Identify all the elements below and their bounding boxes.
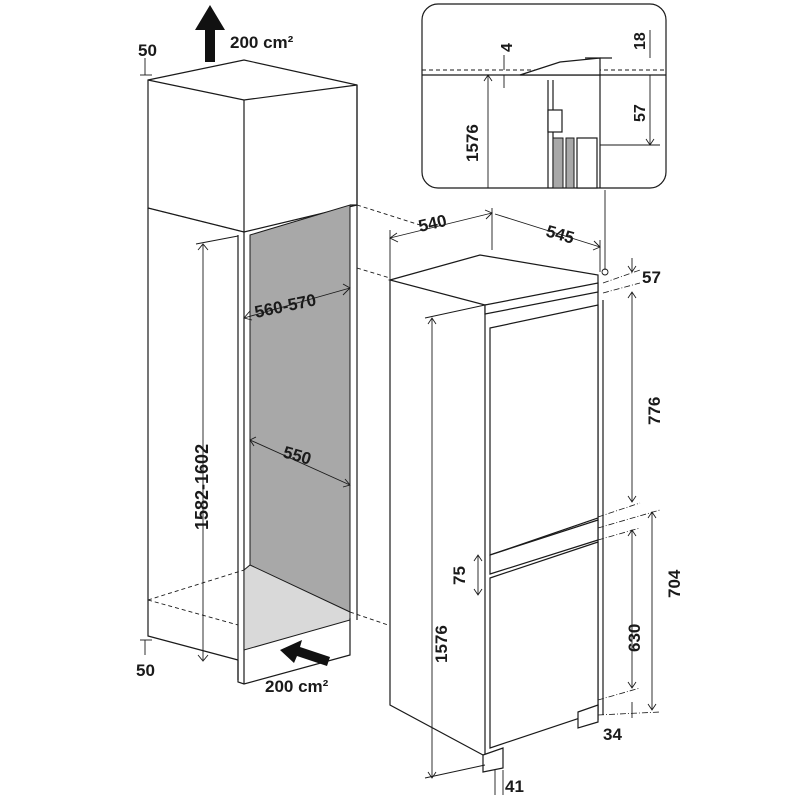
appliance-height-label: 1576 (432, 625, 451, 663)
upper-cupboard (147, 59, 358, 233)
detail-inset (421, 3, 667, 189)
detail-marker (601, 268, 609, 276)
vent-bottom-label: 200 cm² (265, 677, 329, 696)
detail-57-label: 57 (632, 104, 649, 122)
bottom-gap-label: 50 (136, 661, 155, 680)
appliance-dimensions (389, 208, 661, 795)
niche-height-label: 1582-1602 (192, 444, 212, 530)
upper-door-label: 776 (645, 397, 664, 425)
vent-top-label: 200 cm² (230, 33, 294, 52)
lower-door-label: 630 (625, 624, 644, 652)
upper-door (489, 304, 599, 556)
appliance-width-label: 540 (417, 211, 449, 236)
top-offset-label: 57 (642, 268, 661, 287)
plinth-label: 34 (603, 725, 622, 744)
top-gap-label: 50 (138, 41, 157, 60)
appliance-depth-label: 545 (544, 222, 577, 248)
cabinet-niche (140, 58, 421, 685)
detail-4-label: 4 (499, 43, 516, 52)
detail-18-label: 18 (632, 32, 649, 50)
detail-1576-label: 1576 (463, 124, 482, 162)
bottom-offset-label: 41 (505, 777, 524, 796)
niche-floor (243, 564, 351, 651)
lower-section-label: 704 (665, 569, 684, 598)
door-gap-label: 75 (450, 566, 469, 585)
appliance (387, 254, 604, 773)
vent-bottom-arrow-icon (280, 640, 330, 666)
vent-top-arrow-icon (195, 5, 225, 62)
